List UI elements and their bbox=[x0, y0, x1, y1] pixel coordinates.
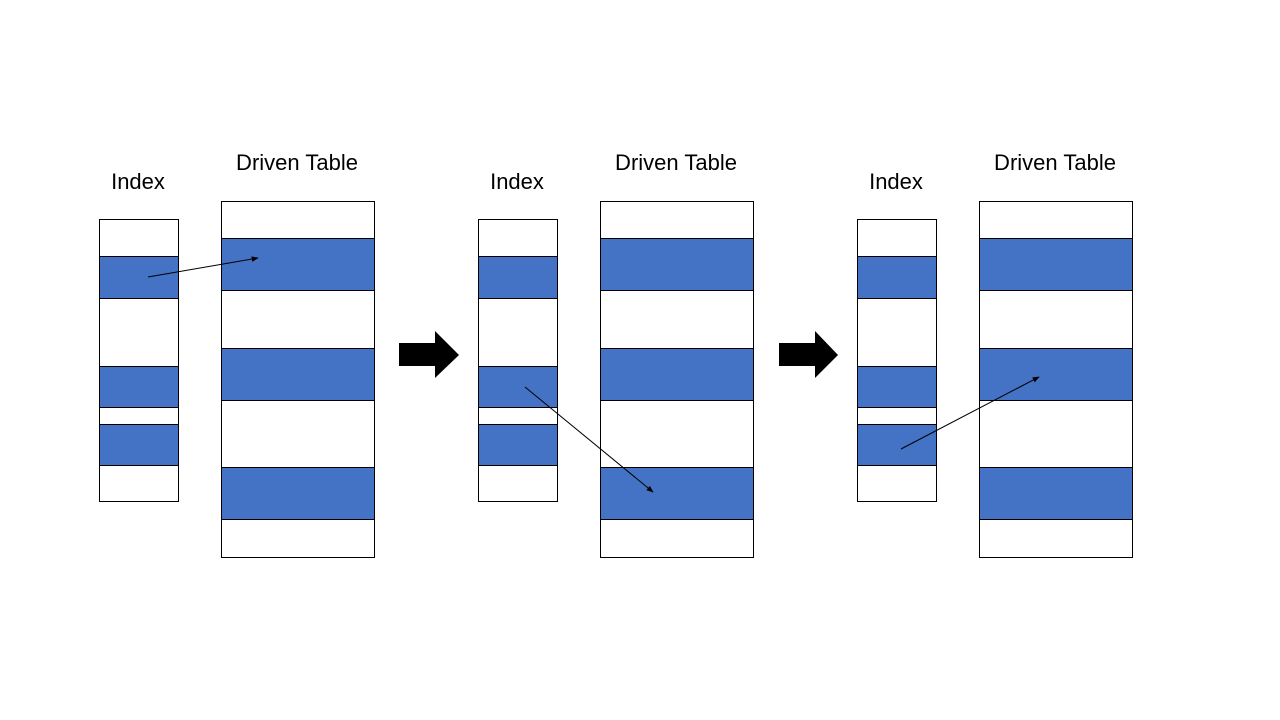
table-row bbox=[979, 348, 1133, 401]
index-row bbox=[99, 465, 179, 502]
table-row bbox=[221, 290, 375, 349]
index-row bbox=[478, 465, 558, 502]
table-row bbox=[600, 290, 754, 349]
index-column bbox=[478, 219, 558, 502]
table-row bbox=[979, 400, 1133, 468]
index-label: Index bbox=[111, 169, 165, 194]
index-label: Index bbox=[869, 169, 923, 194]
index-row bbox=[857, 298, 937, 367]
table-row bbox=[600, 400, 754, 468]
pointer-arrow-stage-2 bbox=[524, 386, 654, 493]
driven-table-label: Driven Table bbox=[994, 150, 1116, 175]
table-row bbox=[979, 519, 1133, 558]
table-row bbox=[979, 290, 1133, 349]
pointer-arrow-stage-1 bbox=[147, 256, 259, 278]
index-row bbox=[478, 298, 558, 367]
index-row bbox=[857, 465, 937, 502]
table-row bbox=[221, 348, 375, 401]
table-row bbox=[221, 519, 375, 558]
driven-table-column bbox=[600, 201, 754, 558]
index-row bbox=[99, 256, 179, 299]
index-column bbox=[99, 219, 179, 502]
table-row bbox=[221, 467, 375, 520]
index-row bbox=[478, 256, 558, 299]
right-arrow-icon bbox=[399, 331, 459, 378]
index-row bbox=[99, 298, 179, 367]
pointer-arrow-stage-3 bbox=[900, 376, 1040, 450]
driven-table-label: Driven Table bbox=[236, 150, 358, 175]
index-row bbox=[478, 219, 558, 257]
driven-table-label: Driven Table bbox=[615, 150, 737, 175]
table-row bbox=[600, 348, 754, 401]
index-label: Index bbox=[490, 169, 544, 194]
table-row bbox=[600, 519, 754, 558]
index-column bbox=[857, 219, 937, 502]
table-row bbox=[979, 201, 1133, 239]
table-row bbox=[979, 467, 1133, 520]
right-arrow-icon bbox=[779, 331, 838, 378]
table-row bbox=[979, 238, 1133, 291]
driven-table-column bbox=[221, 201, 375, 558]
index-row bbox=[857, 366, 937, 408]
driven-table-column bbox=[979, 201, 1133, 558]
